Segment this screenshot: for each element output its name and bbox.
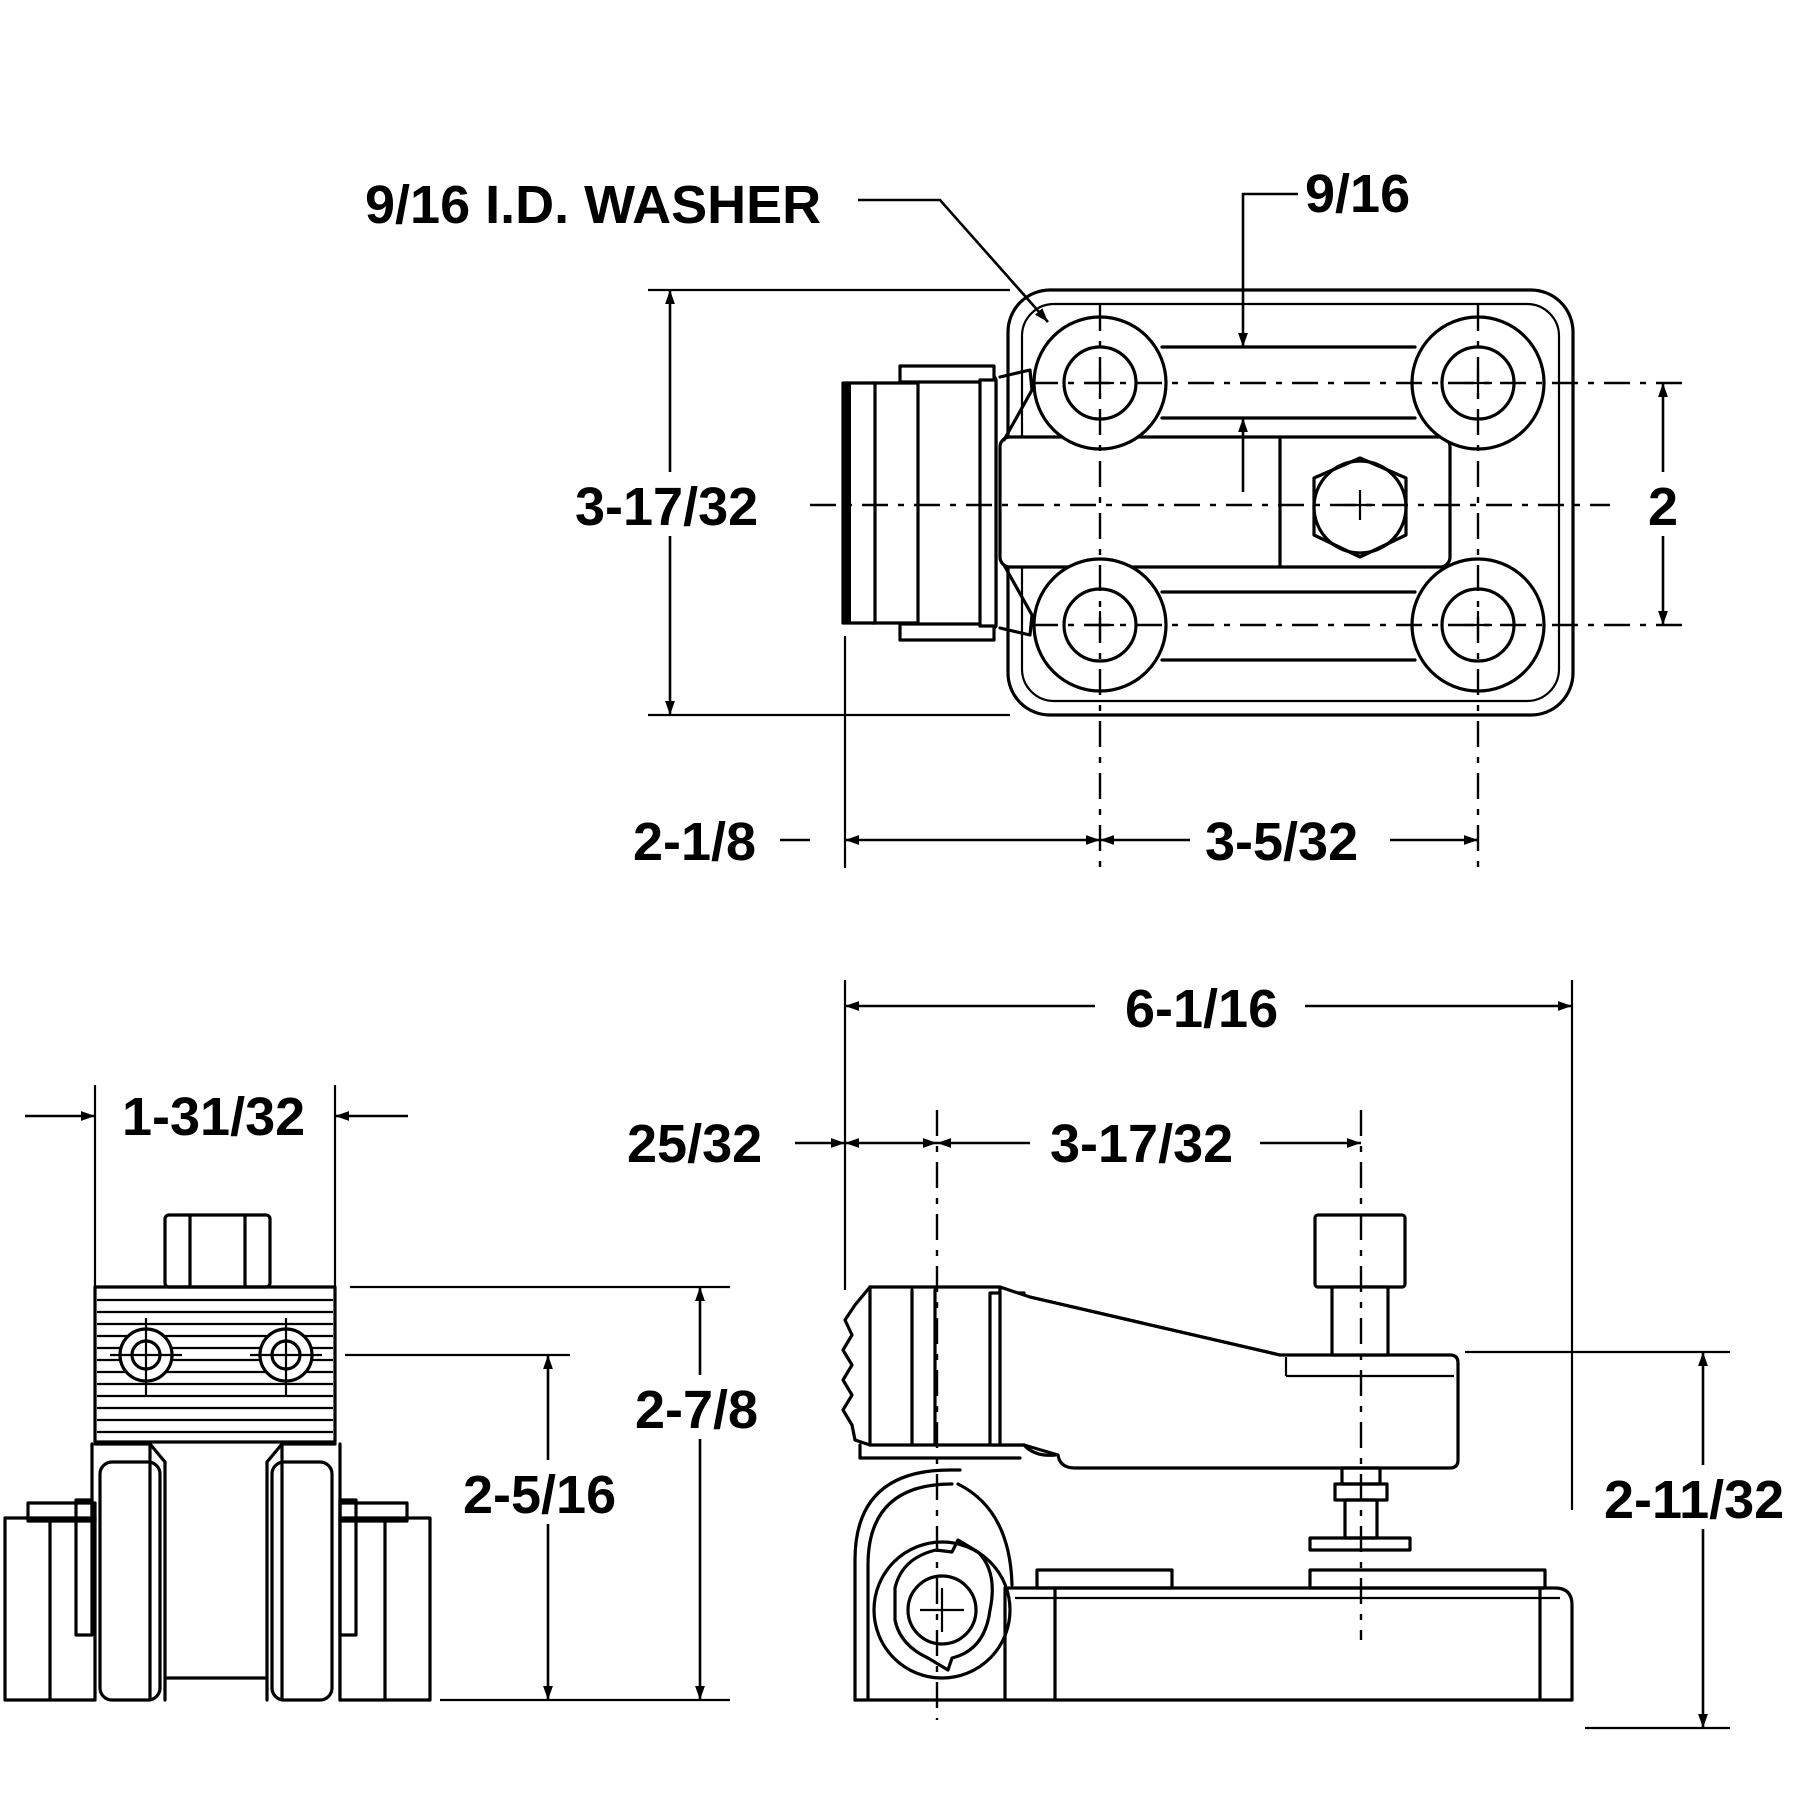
front-screw-height-label: 2-5/16 [463, 1465, 616, 1525]
side-clamp-arm [841, 1285, 1460, 1470]
side-base-plate [853, 1586, 1574, 1702]
front-total-height-label: 2-7/8 [635, 1380, 758, 1440]
dim-front-width: 1-31/32 [25, 1085, 408, 1287]
dim-top-height: 3-17/32 [570, 288, 1010, 717]
washer-label: 9/16 I.D. WASHER [365, 175, 821, 235]
dim-top-bottom: 2-1/8 3-5/32 [633, 636, 1478, 872]
dim-side-length: 6-1/16 [843, 979, 1574, 1510]
front-base [3, 1442, 432, 1702]
top-view: 9/16 I.D. WASHER 9/16 3-17/32 2 [365, 164, 1690, 872]
top-height-label: 3-17/32 [575, 477, 758, 537]
dim-front-total-height: 2-7/8 [350, 1285, 780, 1702]
top-slots [1160, 345, 1417, 662]
side-offset-label: 25/32 [627, 1114, 762, 1174]
top-pivot-jaw [841, 364, 1034, 642]
top-left-label: 2-1/8 [633, 812, 756, 872]
top-slot-label: 9/16 [1305, 164, 1410, 224]
top-right-label: 3-5/32 [1205, 812, 1358, 872]
side-screw [1308, 1110, 1412, 1640]
top-hex-bolt [1312, 456, 1408, 559]
front-width-label: 1-31/32 [122, 1087, 305, 1147]
dim-side-height: 2-11/32 [1465, 1350, 1800, 1730]
front-clamp-block [93, 1285, 337, 1444]
dim-top-spacing: 2 [1638, 383, 1688, 625]
side-reach-label: 3-17/32 [1050, 1114, 1233, 1174]
side-length-label: 6-1/16 [1125, 979, 1278, 1039]
top-spacing-label: 2 [1648, 477, 1678, 537]
washer-callout: 9/16 I.D. WASHER [365, 175, 1049, 323]
side-pivot [853, 1468, 1014, 1702]
dim-side-offset: 25/32 3-17/32 [627, 1114, 1361, 1174]
front-screws [110, 1318, 322, 1395]
side-view: 6-1/16 25/32 3-17/32 2-11/32 [627, 979, 1800, 1730]
dim-top-slot: 9/16 [1238, 164, 1410, 492]
front-view: 1-31/32 2-7/8 2-5/16 [3, 1085, 780, 1702]
dim-front-screw-height: 2-5/16 [345, 1353, 640, 1700]
front-hex-bolt [163, 1213, 272, 1289]
side-height-label: 2-11/32 [1604, 1470, 1784, 1530]
